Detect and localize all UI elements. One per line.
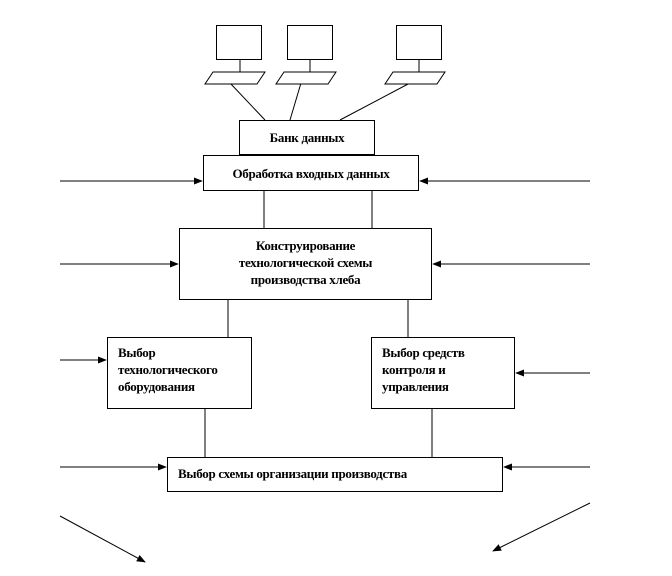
terminal-2-monitor-icon xyxy=(287,25,333,60)
terminal-3-monitor-icon xyxy=(396,25,442,60)
equipment-selection-line-3: оборудования xyxy=(118,379,195,394)
control-selection-line-2: контроля и xyxy=(382,362,446,377)
organization-scheme-block: Выбор схемы организации производства xyxy=(167,457,503,492)
terminal-1-to-bank-line xyxy=(229,82,266,121)
data-bank-label: Банк данных xyxy=(269,130,345,145)
scheme-design-line-3: производства хлеба xyxy=(250,272,361,287)
output-arrow-left xyxy=(59,515,146,563)
terminal-1-keyboard-icon xyxy=(204,71,266,85)
terminal-1-monitor-icon xyxy=(216,25,262,60)
control-selection-line-1: Выбор средств xyxy=(382,345,465,360)
equipment-selection-line-1: Выбор xyxy=(118,345,156,360)
terminal-3-keyboard-icon xyxy=(384,71,446,85)
control-selection-line-3: управления xyxy=(382,379,449,394)
terminal-3-to-bank-line xyxy=(339,82,411,121)
organization-scheme-label: Выбор схемы организации производства xyxy=(178,466,407,481)
scheme-design-line-1: Конструирование xyxy=(255,238,356,253)
equipment-selection-block: Выбор технологического оборудования xyxy=(107,337,252,409)
data-bank-block: Банк данных xyxy=(239,120,375,155)
output-arrow-right xyxy=(492,502,591,552)
input-processing-label: Обработка входных данных xyxy=(232,166,390,181)
terminal-2-keyboard-icon xyxy=(275,71,337,85)
equipment-selection-line-2: технологического xyxy=(118,362,218,377)
control-selection-block: Выбор средств контроля и управления xyxy=(371,337,515,409)
terminal-2-to-bank-line xyxy=(289,82,302,121)
scheme-design-block: Конструирование технологической схемы пр… xyxy=(179,228,432,300)
input-processing-block: Обработка входных данных xyxy=(203,155,419,191)
scheme-design-line-2: технологической схемы xyxy=(238,255,373,270)
